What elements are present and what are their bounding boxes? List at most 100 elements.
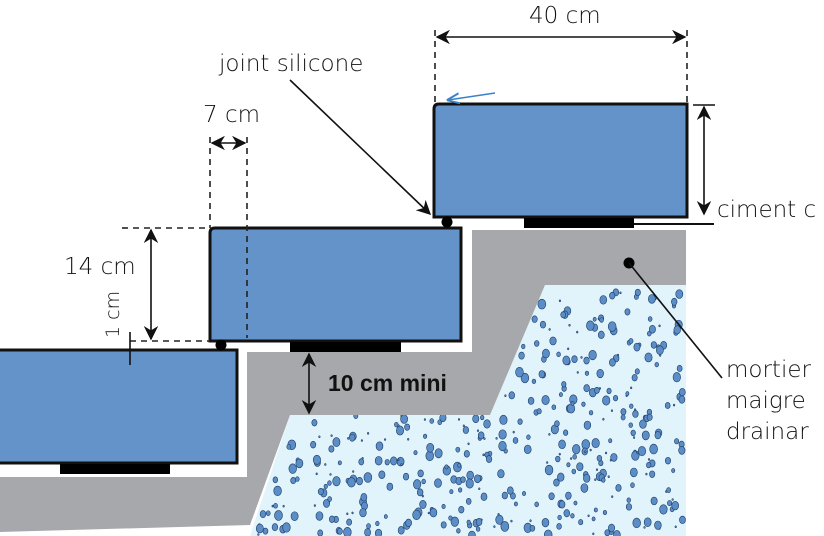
gravel-stone: [568, 323, 571, 327]
gravel-stone: [648, 294, 656, 304]
gravel-stone: [628, 422, 633, 428]
gravel-stone: [586, 320, 595, 331]
gravel-stone: [273, 502, 278, 509]
gravel-stone: [654, 520, 662, 530]
gravel-stone: [462, 424, 465, 428]
gravel-stone: [596, 369, 604, 379]
gravel-stone: [529, 519, 532, 523]
gravel-stone: [583, 420, 592, 430]
gravel-stone: [609, 358, 616, 367]
silicone-joint: [215, 339, 227, 351]
gravel-stone: [572, 444, 581, 455]
gravel-stone: [477, 431, 485, 440]
gravel-stone: [498, 441, 507, 452]
gravel-stone: [272, 476, 279, 484]
gravel-stone: [347, 437, 350, 440]
gravel-stone: [332, 437, 341, 447]
gravel-stone: [271, 504, 274, 508]
gravel-stone: [569, 457, 573, 460]
gravel-stone: [512, 437, 519, 444]
gravel-stone: [629, 467, 638, 478]
gravel-stone: [544, 529, 553, 536]
gravel-stone: [578, 519, 584, 526]
gravel-stone: [396, 425, 404, 436]
gravel-stone: [434, 448, 443, 459]
gravel-stone: [352, 470, 355, 473]
gravel-stone: [542, 348, 550, 359]
gravel-stone: [631, 374, 638, 382]
gravel-stone: [654, 431, 662, 440]
gravel-stone: [531, 378, 537, 384]
gravel-stone: [570, 401, 575, 406]
gravel-stone: [495, 514, 504, 525]
gravel-stone: [606, 387, 612, 395]
gravel-stone: [609, 291, 616, 300]
gravel-stone: [513, 501, 518, 507]
gravel-stone: [675, 289, 684, 299]
gravel-stone: [544, 464, 554, 476]
gravel-stone: [594, 386, 600, 394]
gravel-stone: [517, 418, 523, 425]
gravel-stone: [619, 291, 622, 295]
gravel-stone: [421, 478, 426, 485]
gravel-stone: [412, 509, 421, 521]
gravel-stone: [349, 433, 356, 442]
gravel-speckles: [255, 288, 686, 536]
gravel-stone: [310, 441, 317, 449]
gravel-stone: [448, 515, 453, 521]
gravel-stone: [518, 351, 525, 360]
gravel-stone: [563, 509, 570, 518]
gravel-stone: [332, 476, 341, 487]
gravel-stone: [588, 349, 597, 361]
gravel-stone: [358, 458, 365, 466]
gravel-stone: [628, 338, 634, 344]
gravel-stone: [468, 530, 476, 536]
gravel-stone: [562, 355, 571, 366]
gravel-stone: [475, 518, 483, 526]
gravel-stone: [580, 483, 589, 493]
gravel-stone: [317, 488, 324, 496]
gravel-stone: [386, 482, 394, 491]
gravel-stone: [604, 529, 611, 536]
gravel-stone: [313, 504, 316, 507]
gravel-stone: [576, 371, 579, 374]
gravel-stone: [466, 519, 471, 525]
gravel-stone: [553, 478, 560, 487]
gravel-stone: [610, 409, 614, 412]
gravel-stone: [288, 463, 297, 474]
gravel-stone: [596, 454, 603, 462]
gravel-stone: [648, 325, 656, 334]
gravel-stone: [656, 345, 664, 355]
gravel-stone: [531, 315, 538, 323]
gravel-stone: [594, 478, 597, 481]
gravel-stone: [538, 370, 546, 379]
gravel-stone: [327, 496, 332, 502]
step-block-top: [432, 102, 689, 219]
gravel-stone: [558, 439, 566, 450]
gravel-stone: [676, 365, 683, 372]
gravel-stone: [636, 451, 639, 454]
joint-label: joint silicone: [218, 51, 363, 77]
gravel-stone: [560, 311, 566, 319]
gravel-stone: [571, 355, 578, 364]
gravel-stone: [674, 525, 677, 529]
gravel-stone: [466, 470, 474, 481]
gravel-stone: [360, 439, 364, 442]
gravel-stone: [485, 455, 493, 463]
gravel-stone: [397, 526, 405, 535]
width-label: 40 cm: [529, 3, 601, 29]
silicone-joint: [441, 216, 453, 228]
gravel-stone: [554, 420, 560, 427]
gravel-stone: [556, 523, 562, 530]
gravel-stone: [558, 452, 561, 456]
gravel-stone: [571, 468, 577, 475]
gravel-stone: [423, 418, 427, 421]
gravel-stone: [465, 498, 472, 505]
gravel-stone: [632, 436, 636, 439]
mortar-label-3: drainar: [726, 419, 809, 445]
gravel-stone: [625, 503, 632, 511]
overlap-label: 7 cm: [203, 102, 260, 128]
gravel-stone: [672, 403, 676, 407]
gravel-stone: [324, 463, 327, 466]
gravel-stone: [457, 462, 462, 468]
